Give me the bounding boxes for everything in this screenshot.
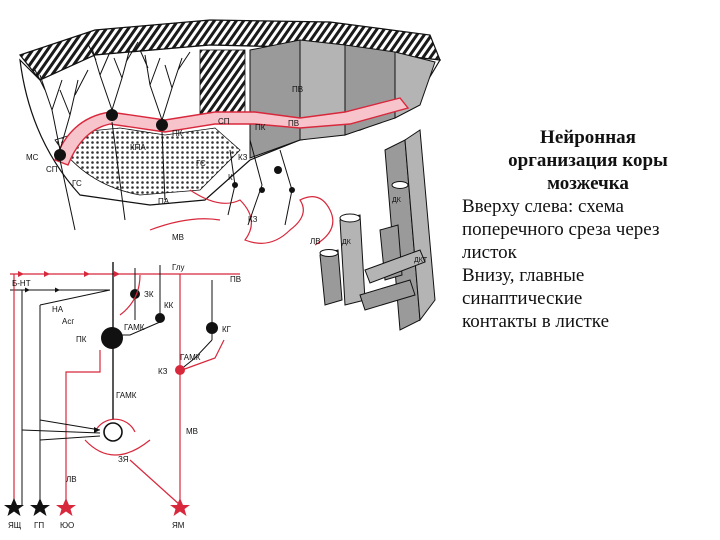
label-kg: КГ	[222, 325, 232, 334]
label-dk-mid: ДК	[342, 239, 352, 246]
label-kz-top: КЗ	[238, 153, 248, 162]
label-mv-top: МВ	[172, 233, 184, 242]
purkinje-cell-body	[156, 119, 168, 131]
label-pv: ПВ	[230, 275, 241, 284]
caption-title-line: мозжечка	[547, 173, 629, 194]
purkinje-cell-body	[274, 166, 282, 174]
label-dk-low: ДКТ	[414, 257, 428, 264]
purkinje-dendrite-trees	[34, 41, 191, 151]
label-yuo: ЮО	[60, 521, 74, 530]
granule-cell	[289, 187, 295, 193]
label-pa: ПА	[158, 197, 170, 206]
label-zya: ЗЯ	[118, 455, 129, 464]
caption-body-line: синаптические	[462, 288, 583, 309]
purkinje-cell	[101, 327, 123, 349]
caption-body-line: листок	[462, 242, 517, 263]
deep-nuclei-cylinders	[319, 129, 436, 331]
label-gs-mid: ГС	[196, 159, 206, 168]
label-gamk-3: ГАМК	[116, 391, 137, 400]
label-zk: ЗК	[144, 290, 154, 299]
label-dk-top: ДК	[392, 197, 402, 204]
label-kk: КК	[164, 301, 174, 310]
label-glu: Глу	[172, 263, 185, 272]
figure-caption: Нейронная организация коры мозжечка Ввер…	[462, 126, 714, 333]
label-gs-left: ГС	[72, 179, 82, 188]
caption-body-line: поперечного среза через	[462, 219, 660, 240]
caption-body-line: Внизу, главные	[462, 265, 585, 286]
label-sp-mid: СП	[218, 117, 230, 126]
purkinje-layer-band	[54, 97, 410, 166]
label-bnt: Б-НТ	[12, 279, 31, 288]
label-mv: МВ	[186, 427, 198, 436]
output-stars	[4, 498, 190, 516]
label-pv-mid: ПВ	[288, 119, 299, 128]
folium-cross-section	[18, 19, 441, 246]
caption-title-line: Нейронная	[540, 127, 636, 148]
top-section-labels: МС СП ГС ПК КПА ГС СП ПК ПВ ПВ КЗ К КЗ П…	[26, 85, 428, 264]
label-pk-top: ПК	[172, 129, 183, 138]
purkinje-cell-body	[54, 149, 66, 161]
label-mc: МС	[26, 153, 39, 162]
label-na: НА	[52, 305, 64, 314]
label-kz-mid: КЗ	[248, 215, 258, 224]
label-kz: КЗ	[158, 367, 168, 376]
label-kpa: КПА	[130, 143, 146, 152]
purkinje-axon	[59, 121, 166, 231]
bottom-schematic-labels: Б-НТ Глу ПВ НА Асг ЗК КК ГАМК КГ ПК ГАМК…	[8, 263, 241, 530]
caption-body-line: контакты в листке	[462, 311, 609, 332]
label-lv: ЛВ	[66, 475, 77, 484]
mossy-fiber-tangle	[149, 189, 334, 246]
granule-cell	[232, 182, 238, 188]
label-gp: ГП	[34, 521, 44, 530]
label-yash: ЯЩ	[8, 521, 22, 530]
label-asg: Асг	[62, 317, 74, 326]
label-pk: ПК	[76, 335, 87, 344]
label-gamk-1: ГАМК	[124, 323, 145, 332]
nucleus-cell	[103, 422, 123, 442]
caption-title-line: организация коры	[508, 150, 668, 171]
label-pk-mid: ПК	[255, 123, 266, 132]
label-lv-top: ЛВ	[310, 237, 321, 246]
label-k-top: К	[228, 173, 233, 182]
dendrite-block	[199, 49, 246, 121]
granule-cell	[259, 187, 265, 193]
caption-body-line: Вверху слева: схема	[462, 196, 624, 217]
synaptic-contacts-schematic	[4, 262, 240, 516]
purkinje-cell-body	[106, 109, 118, 121]
label-gamk-2: ГАМК	[180, 353, 201, 362]
label-pv-top: ПВ	[292, 85, 303, 94]
label-sp-left: СП	[46, 165, 58, 174]
label-yam: ЯМ	[172, 521, 185, 530]
